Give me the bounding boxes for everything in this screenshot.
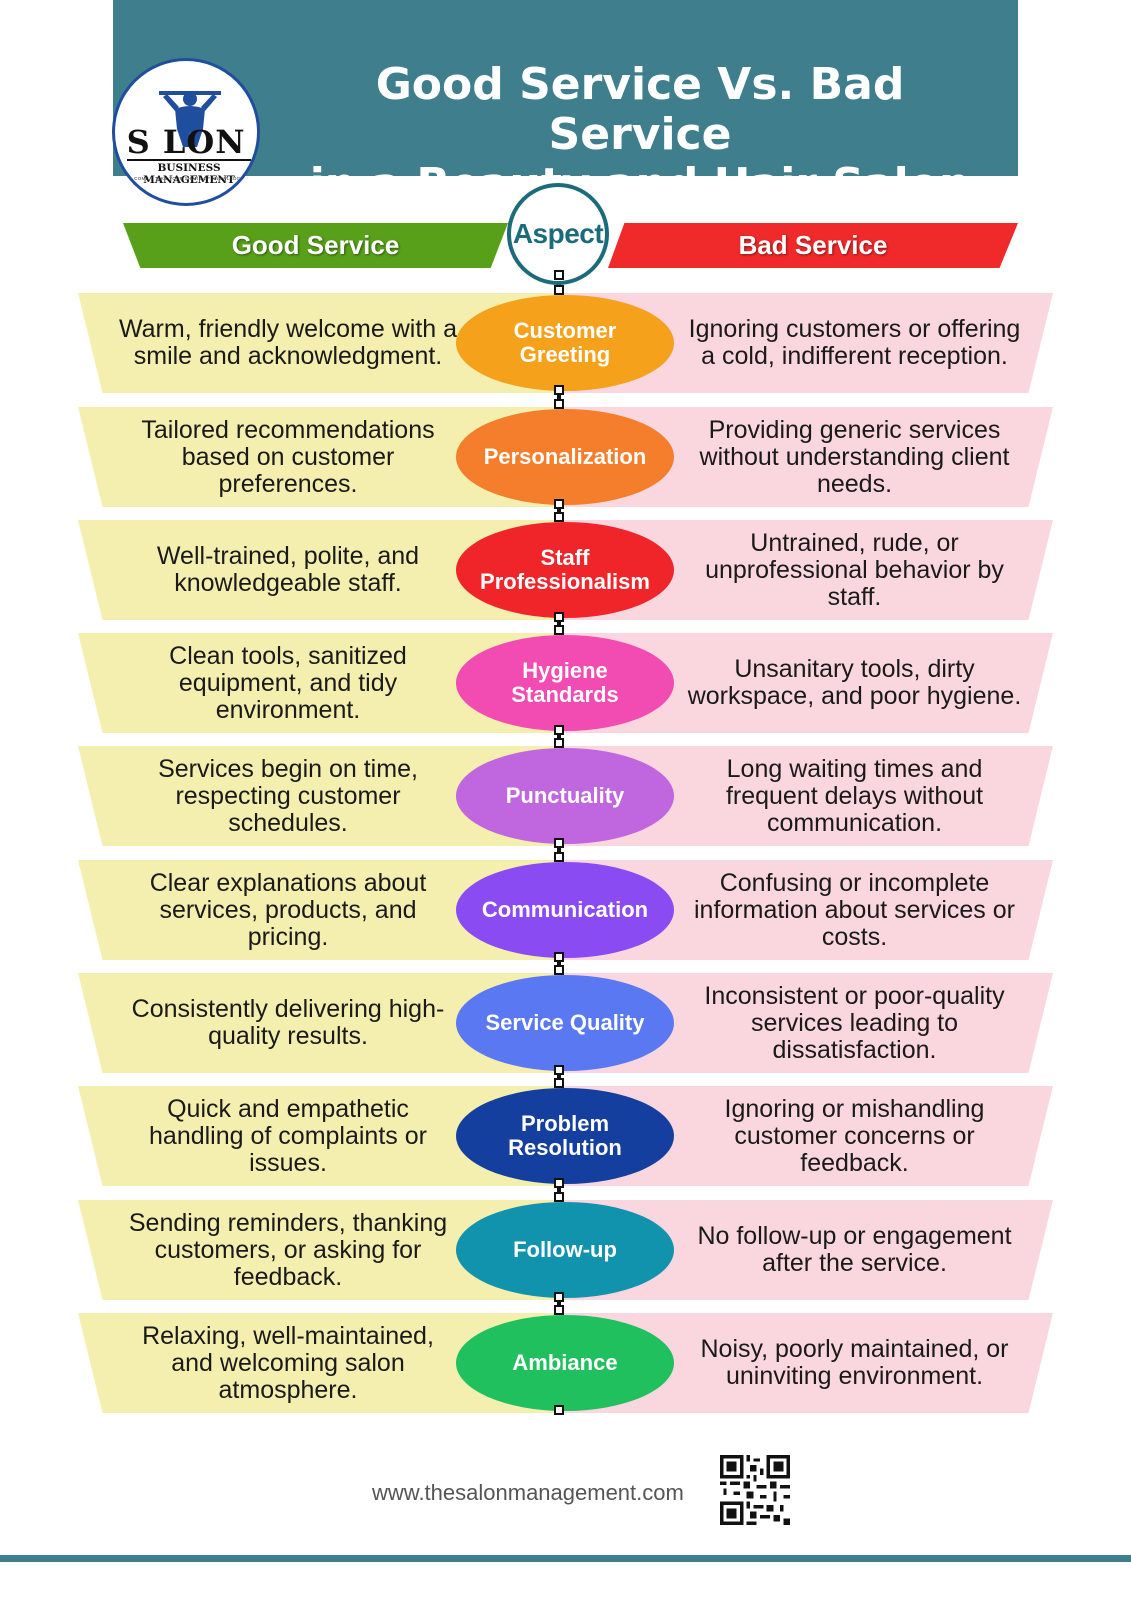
- connector-node: [554, 499, 564, 509]
- comparison-row: Quick and empathetic handling of complai…: [0, 1086, 1131, 1186]
- comparison-row: Clear explanations about services, produ…: [0, 860, 1131, 960]
- connector-node: [554, 285, 564, 295]
- connector-node: [554, 725, 564, 735]
- title-line-2: in a Beauty and Hair Salon: [309, 159, 971, 210]
- good-service-text: Tailored recommendations based on custom…: [141, 415, 435, 498]
- connector-node: [554, 1065, 564, 1075]
- aspect-pill: Customer Greeting: [456, 295, 674, 391]
- bad-service-text: No follow-up or engagement after the ser…: [697, 1222, 1012, 1277]
- comparison-row: Tailored recommendations based on custom…: [0, 407, 1131, 507]
- connector-node: [554, 1178, 564, 1188]
- page-title: Good Service Vs. Bad Service in a Beauty…: [290, 60, 990, 210]
- aspect-pill: Hygiene Standards: [456, 635, 674, 731]
- bad-service-text: Providing generic services without under…: [699, 415, 1010, 498]
- aspect-pill: Follow-up: [456, 1202, 674, 1298]
- good-service-text: Well-trained, polite, and knowledgeable …: [156, 542, 420, 597]
- good-service-text: Warm, friendly welcome with a smile and …: [118, 315, 458, 370]
- aspect-pill: Punctuality: [456, 748, 674, 844]
- good-service-text: Clear explanations about services, produ…: [149, 868, 427, 951]
- connector-node: [554, 385, 564, 395]
- connector-node: [554, 965, 564, 975]
- strongman-figure-icon: [159, 91, 221, 147]
- bad-service-text: Ignoring or mishandling customer concern…: [724, 1094, 985, 1177]
- aspect-pill: Ambiance: [456, 1315, 674, 1411]
- connector-node: [554, 852, 564, 862]
- connector-node: [554, 1305, 564, 1315]
- connector-node: [554, 612, 564, 622]
- connector-node: [554, 625, 564, 635]
- bad-service-text: Noisy, poorly maintained, or uninviting …: [700, 1335, 1009, 1390]
- qr-code-icon[interactable]: [720, 1455, 790, 1525]
- good-service-text: Sending reminders, thanking customers, o…: [128, 1208, 448, 1291]
- good-service-text: Relaxing, well-maintained, and welcoming…: [142, 1321, 434, 1404]
- good-service-text: Clean tools, sanitized equipment, and ti…: [169, 641, 407, 724]
- bad-service-text: Untrained, rude, or unprofessional behav…: [705, 528, 1004, 611]
- aspect-pill: Problem Resolution: [456, 1088, 674, 1184]
- bad-service-text: Long waiting times and frequent delays w…: [725, 754, 984, 837]
- connector-node: [554, 1405, 564, 1415]
- logo-name: S LON: [126, 123, 246, 161]
- comparison-row: Clean tools, sanitized equipment, and ti…: [0, 633, 1131, 733]
- good-service-text: Quick and empathetic handling of complai…: [149, 1094, 427, 1177]
- connector-node: [554, 1078, 564, 1088]
- title-line-1: Good Service Vs. Bad Service: [375, 59, 905, 160]
- good-service-banner: Good Service: [123, 223, 508, 268]
- bad-service-text: Ignoring customers or offering a cold, i…: [688, 315, 1021, 370]
- header-band: [113, 0, 1018, 176]
- logo-tagline: COME... TAKE YOUR SHARE OF KNOWLEDGE: [134, 176, 244, 181]
- bad-service-text: Confusing or incomplete information abou…: [694, 868, 1015, 951]
- connector-node: [554, 399, 564, 409]
- connector-node: [554, 1292, 564, 1302]
- bad-service-text: Inconsistent or poor-quality services le…: [704, 981, 1005, 1064]
- comparison-row: Sending reminders, thanking customers, o…: [0, 1200, 1131, 1300]
- comparison-row: Relaxing, well-maintained, and welcoming…: [0, 1313, 1131, 1413]
- connector-node: [554, 738, 564, 748]
- logo-subtitle: BUSINESS MANAGEMENT: [127, 159, 251, 186]
- bad-service-text: Unsanitary tools, dirty workspace, and p…: [687, 655, 1022, 710]
- aspect-pill: Communication: [456, 862, 674, 958]
- salon-logo: S LON BUSINESS MANAGEMENT COME... TAKE Y…: [112, 58, 260, 206]
- comparison-row: Well-trained, polite, and knowledgeable …: [0, 520, 1131, 620]
- connector-node: [554, 1192, 564, 1202]
- connector-node: [554, 270, 564, 280]
- comparison-row: Consistently delivering high-quality res…: [0, 973, 1131, 1073]
- good-service-text: Consistently delivering high-quality res…: [131, 995, 445, 1050]
- aspect-pill: Staff Professionalism: [456, 522, 674, 618]
- connector-node: [554, 838, 564, 848]
- aspect-pill: Personalization: [456, 409, 674, 505]
- comparison-row: Services begin on time, respecting custo…: [0, 746, 1131, 846]
- footer-divider: [0, 1555, 1131, 1562]
- aspect-badge: Aspect: [507, 183, 609, 285]
- bad-service-banner: Bad Service: [608, 223, 1018, 268]
- connector-node: [554, 952, 564, 962]
- website-url[interactable]: www.thesalonmanagement.com: [372, 1480, 684, 1505]
- connector-node: [554, 512, 564, 522]
- aspect-pill: Service Quality: [456, 975, 674, 1071]
- comparison-row: Warm, friendly welcome with a smile and …: [0, 293, 1131, 393]
- good-service-text: Services begin on time, respecting custo…: [158, 754, 418, 837]
